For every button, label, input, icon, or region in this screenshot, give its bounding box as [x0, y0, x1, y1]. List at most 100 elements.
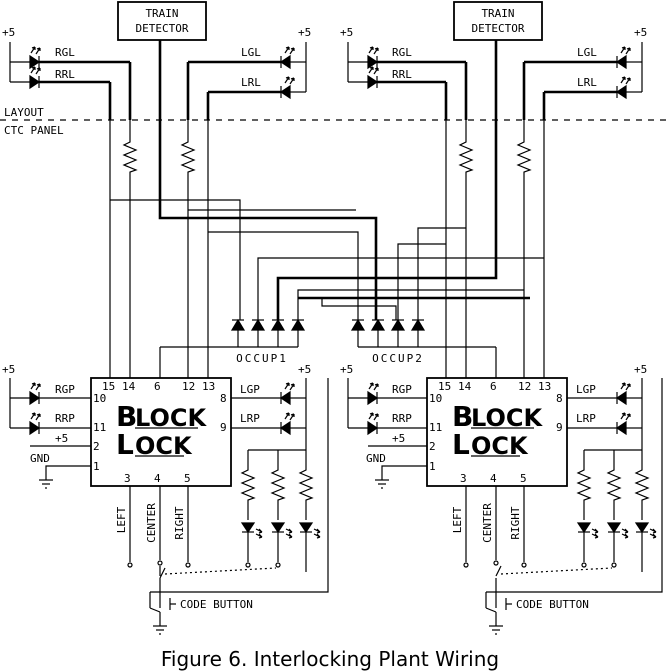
left-position-label: LEFT: [451, 506, 464, 533]
lgl-label: LGL: [577, 46, 597, 59]
rrp-label: RRP: [392, 412, 412, 425]
rgl-label: RGL: [392, 46, 412, 59]
lgl-label: LGL: [241, 46, 261, 59]
svg-text:1: 1: [93, 460, 100, 473]
occup1-label: OCCUP1: [236, 352, 288, 365]
train-detector-right: TRAIN DETECTOR: [453, 1, 543, 120]
occupancy-diodes-2: OCCUP2: [351, 319, 497, 378]
svg-text:LOCK: LOCK: [135, 404, 207, 432]
svg-text:6: 6: [490, 380, 497, 393]
block-lock-chip-right: 15 14 6 12 13 10 11 2 1 8 9 3 4 5 B LOCK…: [426, 377, 568, 487]
svg-text:13: 13: [538, 380, 551, 393]
lrp-label: LRP: [240, 412, 260, 425]
lgp-led-icon: [280, 382, 295, 405]
rrl-led-icon: [367, 66, 379, 89]
svg-text:14: 14: [122, 380, 136, 393]
ground-icon: [38, 479, 54, 489]
rrp-led-icon: [29, 412, 41, 435]
rgp-label: RGP: [392, 383, 412, 396]
resistor-icon: [299, 461, 313, 509]
diode-icon: [231, 319, 245, 331]
svg-text:9: 9: [220, 421, 227, 434]
position-led-icon: [577, 522, 599, 539]
rgl-led-icon: [29, 46, 41, 69]
resistor-icon: [459, 133, 473, 181]
resistor-icon: [577, 461, 591, 509]
rrl-label: RRL: [392, 68, 412, 81]
resistor-icon: [241, 461, 255, 509]
left-panel-leds-east: +5 LGP LRP: [231, 363, 311, 435]
left-switch-position-leds: [150, 378, 329, 593]
svg-text:LOCK: LOCK: [471, 404, 543, 432]
rgp-led-icon: [367, 382, 379, 405]
resistor-icon: [271, 461, 285, 509]
rrp-label: RRP: [55, 412, 75, 425]
svg-text:1: 1: [429, 460, 436, 473]
lrp-led-icon: [616, 412, 631, 435]
lrl-label: LRL: [241, 76, 261, 89]
lrl-led-icon: [280, 76, 295, 99]
left-trackside-signals: +5 RGL RRL +5 LGL LRL: [2, 26, 311, 120]
resistor-icon: [123, 133, 137, 181]
svg-text:11: 11: [93, 421, 106, 434]
rrl-label: RRL: [55, 68, 75, 81]
svg-text:6: 6: [154, 380, 161, 393]
lrl-led-icon: [616, 76, 631, 99]
right-position-label: RIGHT: [173, 506, 186, 539]
svg-text:11: 11: [429, 421, 442, 434]
svg-text:8: 8: [220, 392, 227, 405]
svg-text:L: L: [452, 428, 470, 461]
lgp-label: LGP: [576, 383, 596, 396]
lrp-led-icon: [280, 412, 295, 435]
right-panel-leds-west: +5 RGP RRP +5 GND: [340, 363, 427, 489]
supply-label: +5: [340, 26, 353, 39]
diode-icon: [271, 319, 285, 331]
position-led-icon: [241, 522, 263, 539]
left-rotary-switch: LEFT CENTER RIGHT CODE BUTTON: [115, 486, 277, 635]
code-button-label: CODE BUTTON: [180, 598, 253, 611]
diode-icon: [411, 319, 425, 331]
figure-caption: Figure 6. Interlocking Plant Wiring: [161, 647, 499, 671]
ground-icon: [374, 479, 390, 489]
right-trackside-signals: +5 RGL RRL +5 LGL LRL: [340, 26, 647, 120]
ctc-interconnect-wiring: [109, 120, 545, 378]
block-lock-logo: B LOCK L OCK: [452, 400, 543, 461]
block-lock-chip-left: 15 14 6 12 13 10 11 2 1 8 9 3 4 5 B LOCK…: [90, 377, 232, 487]
svg-text:13: 13: [202, 380, 215, 393]
svg-text:TRAIN: TRAIN: [145, 7, 178, 20]
plus5-pin-label: +5: [392, 432, 405, 445]
code-button-label: CODE BUTTON: [516, 598, 589, 611]
position-led-icon: [635, 522, 657, 539]
svg-text:B: B: [116, 400, 137, 433]
right-switch-position-leds: [486, 378, 663, 593]
resistor-icon: [181, 133, 195, 181]
supply-label: +5: [298, 363, 311, 376]
resistor-icon: [607, 461, 621, 509]
ground-icon: [152, 625, 168, 635]
svg-text:12: 12: [182, 380, 195, 393]
supply-label: +5: [634, 363, 647, 376]
ground-icon: [488, 625, 504, 635]
diode-icon: [391, 319, 405, 331]
diode-icon: [351, 319, 365, 331]
svg-text:DETECTOR: DETECTOR: [472, 22, 525, 35]
lgp-led-icon: [616, 382, 631, 405]
plus5-pin-label: +5: [55, 432, 68, 445]
rgp-label: RGP: [55, 383, 75, 396]
ctc-panel-label: CTC PANEL: [4, 124, 64, 137]
diode-icon: [371, 319, 385, 331]
lgl-led-icon: [280, 46, 295, 69]
lrp-label: LRP: [576, 412, 596, 425]
svg-text:15: 15: [102, 380, 115, 393]
svg-text:L: L: [116, 428, 134, 461]
svg-text:OCK: OCK: [135, 432, 193, 460]
center-position-label: CENTER: [481, 503, 494, 543]
supply-label: +5: [2, 26, 15, 39]
center-position-label: CENTER: [145, 503, 158, 543]
occup2-label: OCCUP2: [372, 352, 424, 365]
left-position-label: LEFT: [115, 506, 128, 533]
supply-label: +5: [340, 363, 353, 376]
left-panel-leds-west: +5 RGP RRP +5 GND: [2, 363, 91, 489]
svg-text:10: 10: [93, 392, 106, 405]
svg-text:3: 3: [124, 472, 131, 485]
